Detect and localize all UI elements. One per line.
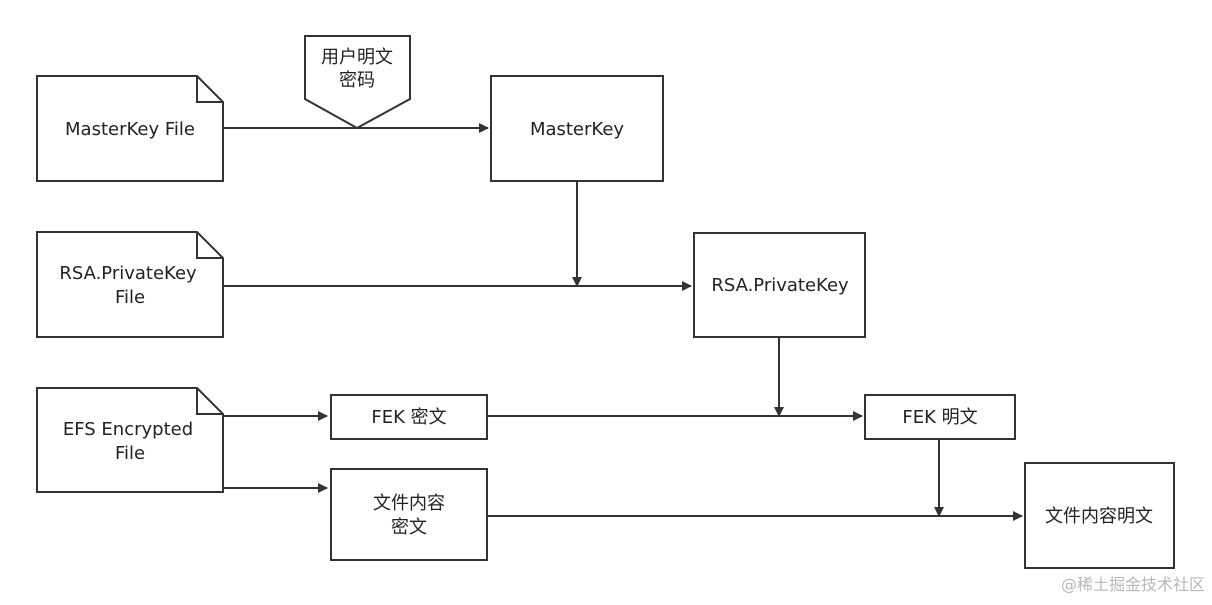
node-rsa-key: RSA.PrivateKey xyxy=(693,232,866,338)
node-efs-file: EFS Encrypted File xyxy=(36,387,224,493)
node-label: MasterKey xyxy=(530,119,624,140)
node-rsa-file: RSA.PrivateKey File xyxy=(36,231,224,338)
node-label-line-1: 用户明文 xyxy=(321,47,393,68)
node-password: 用户明文 密码 xyxy=(304,35,411,130)
document-shape xyxy=(36,231,224,338)
pentagon-shape xyxy=(304,35,411,130)
node-label-line-1: 文件内容 xyxy=(373,493,445,514)
node-label-line-1: EFS Encrypted xyxy=(63,419,193,440)
node-content-plain: 文件内容明文 xyxy=(1024,462,1175,569)
node-label: RSA.PrivateKey xyxy=(711,275,849,296)
node-label-line-2: File xyxy=(115,287,145,308)
node-label-line-2: File xyxy=(115,443,145,464)
node-label-line-2: 密文 xyxy=(391,517,427,538)
node-masterkey: MasterKey xyxy=(490,75,664,182)
edges xyxy=(223,123,1023,521)
box-shape xyxy=(864,394,1016,440)
box-shape xyxy=(330,394,488,440)
document-shape xyxy=(36,75,224,182)
document-fold xyxy=(196,388,223,415)
node-label-line-2: 密码 xyxy=(339,70,375,91)
document-fold xyxy=(196,232,223,259)
document-fold xyxy=(196,76,223,103)
box-shape xyxy=(330,468,488,561)
node-content-cipher: 文件内容 密文 xyxy=(330,468,488,561)
node-label: MasterKey File xyxy=(65,119,195,140)
watermark: @稀土掘金技术社区 xyxy=(1061,575,1205,594)
node-label: FEK 明文 xyxy=(902,407,977,428)
node-masterkey-file: MasterKey File xyxy=(36,75,224,182)
document-shape xyxy=(36,387,224,493)
box-shape xyxy=(1024,462,1175,569)
node-fek-cipher: FEK 密文 xyxy=(330,394,488,440)
box-shape xyxy=(490,75,664,182)
node-label: 文件内容明文 xyxy=(1045,506,1153,527)
node-label-line-1: RSA.PrivateKey xyxy=(59,263,197,284)
node-label: FEK 密文 xyxy=(371,407,446,428)
box-shape xyxy=(693,232,866,338)
node-fek-plain: FEK 明文 xyxy=(864,394,1016,440)
